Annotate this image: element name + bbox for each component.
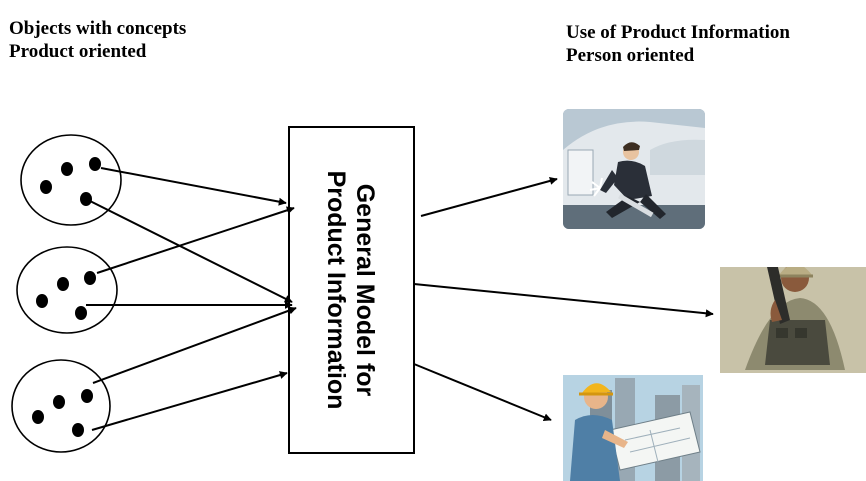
concept-dot (61, 162, 73, 176)
concept-group-bottom (11, 359, 111, 453)
arrow-bottom-to-model-upper (92, 306, 297, 384)
soldier-icon (720, 267, 866, 373)
concept-group-middle (16, 246, 118, 334)
model-box: General Model for Product Information (288, 126, 415, 454)
concept-dot (81, 389, 93, 403)
left-header-line2: Product oriented (9, 41, 147, 62)
concept-dot (36, 294, 48, 308)
model-box-line1: General Model for (351, 184, 379, 397)
arrow-bottom-to-model-lower (91, 371, 288, 431)
concept-dot (89, 157, 101, 171)
concept-dot (84, 271, 96, 285)
concept-dot (75, 306, 87, 320)
concept-dot (32, 410, 44, 424)
right-header: Use of Product Information Person orient… (566, 21, 790, 67)
arrow-model-to-engineer (413, 363, 552, 421)
arrow-top-to-model-lower (87, 199, 293, 303)
right-header-line1: Use of Product Information (566, 22, 790, 43)
concept-dot (40, 180, 52, 194)
concept-dot (57, 277, 69, 291)
arrow-middle-to-model-upper (96, 206, 295, 274)
engineer-icon (563, 375, 703, 481)
left-header-line1: Objects with concepts (9, 18, 187, 39)
left-header: Objects with concepts Product oriented (9, 17, 186, 63)
concept-dot (80, 192, 92, 206)
concept-group-top (20, 134, 122, 226)
right-header-line2: Person oriented (566, 45, 695, 66)
arrow-model-to-mechanic (420, 177, 558, 217)
concept-dot (72, 423, 84, 437)
concept-ellipse (20, 134, 122, 226)
mechanic-icon (563, 109, 705, 229)
arrow-model-to-soldier (413, 283, 714, 318)
concept-ellipse (16, 246, 118, 334)
model-box-line2: Product Information (322, 171, 350, 410)
concept-dot (53, 395, 65, 409)
arrow-top-to-model-upper (100, 167, 287, 206)
